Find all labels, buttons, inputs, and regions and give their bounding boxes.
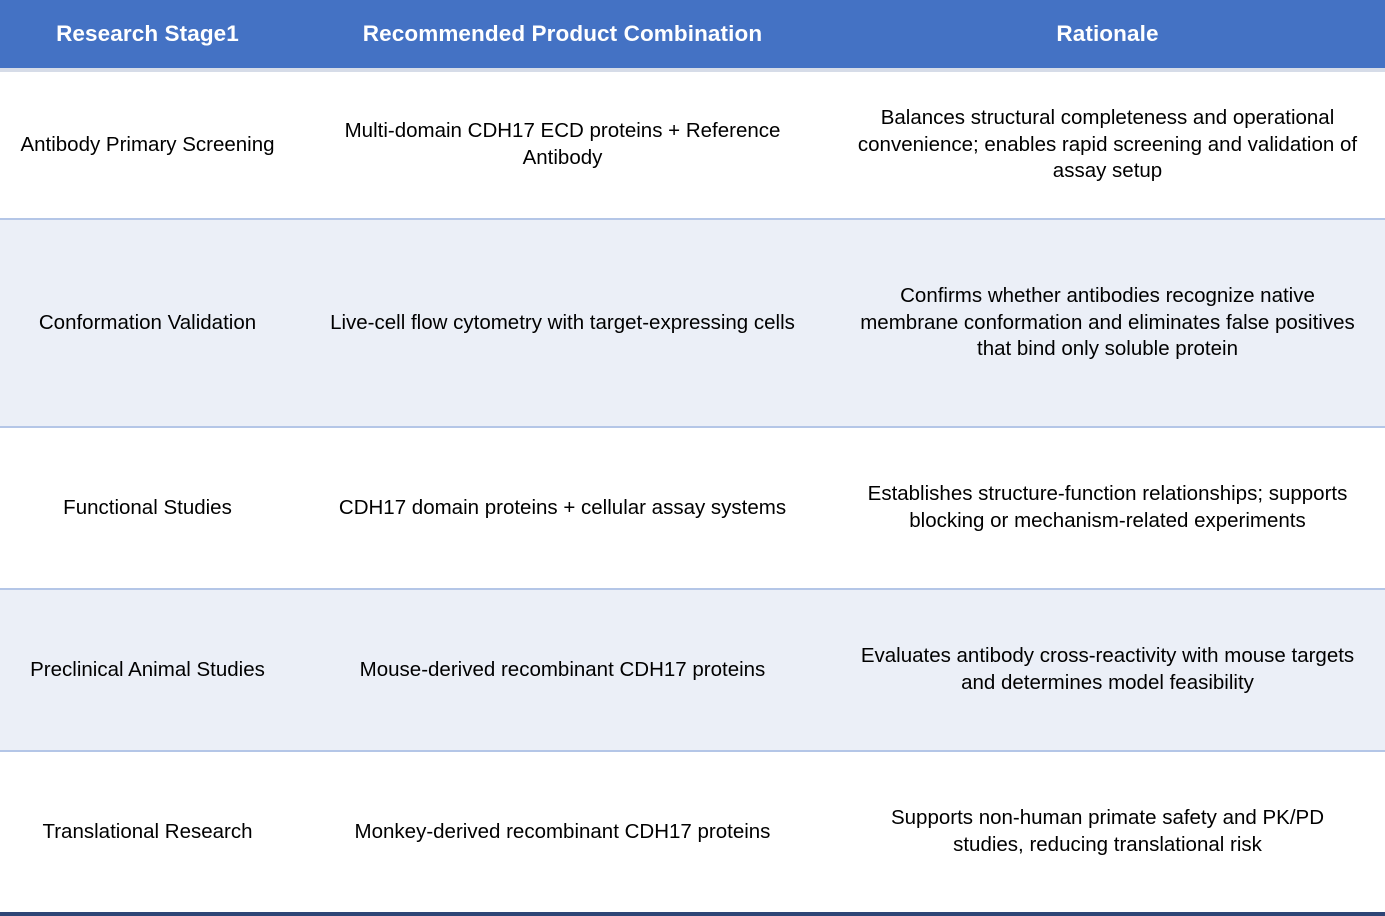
- column-header-recommended-product-combination: Recommended Product Combination: [295, 0, 830, 72]
- cell-product-combination: Live-cell flow cytometry with target-exp…: [295, 219, 830, 428]
- cell-research-stage: Translational Research: [0, 751, 295, 916]
- cell-product-combination: Multi-domain CDH17 ECD proteins + Refere…: [295, 70, 830, 220]
- table-row: Antibody Primary Screening Multi-domain …: [0, 70, 1385, 220]
- cell-rationale: Balances structural completeness and ope…: [830, 70, 1385, 220]
- table-header-row: Research Stage1 Recommended Product Comb…: [0, 0, 1385, 72]
- table-body: Antibody Primary Screening Multi-domain …: [0, 70, 1385, 916]
- column-header-rationale: Rationale: [830, 0, 1385, 72]
- cell-rationale: Confirms whether antibodies recognize na…: [830, 219, 1385, 428]
- column-header-research-stage: Research Stage1: [0, 0, 295, 72]
- table-row: Translational Research Monkey-derived re…: [0, 751, 1385, 916]
- cell-product-combination: Mouse-derived recombinant CDH17 proteins: [295, 589, 830, 752]
- cell-product-combination: Monkey-derived recombinant CDH17 protein…: [295, 751, 830, 916]
- cell-research-stage: Preclinical Animal Studies: [0, 589, 295, 752]
- cell-rationale: Establishes structure-function relations…: [830, 427, 1385, 590]
- table-row: Preclinical Animal Studies Mouse-derived…: [0, 589, 1385, 752]
- table-row: Conformation Validation Live-cell flow c…: [0, 219, 1385, 428]
- table-header: Research Stage1 Recommended Product Comb…: [0, 0, 1385, 72]
- cell-research-stage: Antibody Primary Screening: [0, 70, 295, 220]
- cell-product-combination: CDH17 domain proteins + cellular assay s…: [295, 427, 830, 590]
- table-row: Functional Studies CDH17 domain proteins…: [0, 427, 1385, 590]
- cell-research-stage: Conformation Validation: [0, 219, 295, 428]
- cell-rationale: Evaluates antibody cross-reactivity with…: [830, 589, 1385, 752]
- cell-rationale: Supports non-human primate safety and PK…: [830, 751, 1385, 916]
- cell-research-stage: Functional Studies: [0, 427, 295, 590]
